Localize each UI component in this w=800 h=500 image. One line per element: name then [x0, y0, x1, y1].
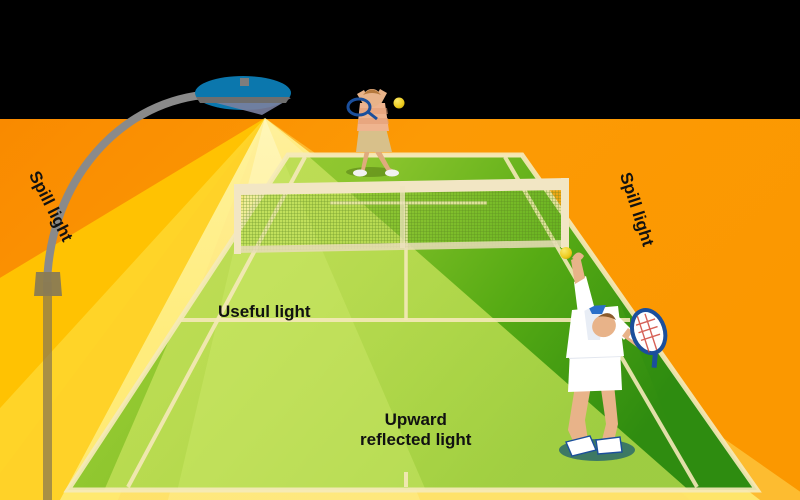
floodlight-bracket — [34, 272, 62, 296]
label-upward-line-2: reflected light — [360, 430, 472, 449]
floodlight-lamp-body-shade — [196, 97, 290, 103]
floodlight — [34, 76, 291, 500]
ball-far — [393, 97, 405, 109]
label-upward-reflected-light: Upward reflected light — [360, 410, 471, 450]
spill-wedge-left-inner — [0, 118, 265, 500]
tennis-net — [234, 178, 569, 254]
net-center-strap — [400, 186, 405, 248]
player-near-racket — [629, 308, 668, 368]
net-post-left — [234, 184, 241, 254]
label-upward-line-1: Upward — [384, 410, 447, 429]
ball-near — [560, 247, 572, 259]
floodlight-mast — [43, 282, 52, 500]
net-post-right — [561, 178, 569, 248]
floodlight-pole-arm — [43, 88, 272, 294]
court-lit-core — [175, 155, 430, 490]
player-near — [559, 252, 668, 461]
player-far — [346, 89, 399, 177]
player-far-racket — [346, 97, 372, 117]
floodlight-lamp-mount — [240, 78, 249, 86]
label-useful-light: Useful light — [218, 302, 311, 321]
